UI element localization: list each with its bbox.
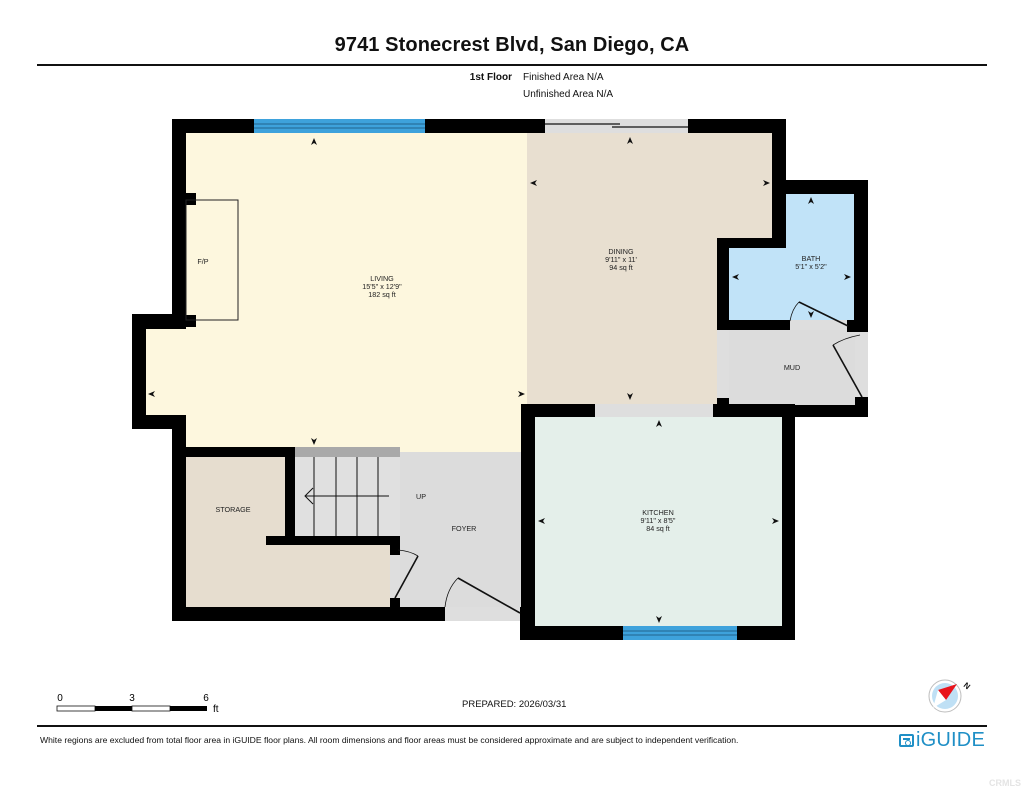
- arrow-down-icon: [656, 616, 662, 623]
- room-labels: LIVING 15'5" x 12'9" 182 sq ft DINING 9'…: [197, 247, 827, 533]
- room-dining: [527, 133, 772, 404]
- footer-divider: [37, 725, 987, 727]
- arrow-left-icon: [538, 518, 545, 524]
- mud-name: MUD: [784, 363, 800, 372]
- scale-unit: ft: [213, 704, 219, 715]
- scale-tick-3: 3: [129, 693, 135, 704]
- storage-name: STORAGE: [215, 505, 250, 514]
- arrow-down-icon: [808, 311, 814, 318]
- doors: [394, 301, 863, 614]
- living-area: 182 sq ft: [368, 290, 396, 299]
- compass-icon: N: [928, 679, 972, 713]
- kitchen-area: 84 sq ft: [646, 524, 670, 533]
- dimension-markers: [148, 137, 851, 623]
- arrow-left-icon: [148, 391, 155, 397]
- dining-area: 94 sq ft: [609, 263, 633, 272]
- dining-dimensions: 9'11" x 11': [605, 255, 637, 264]
- room-kitchen: [535, 417, 782, 626]
- kitchen-name: KITCHEN: [642, 508, 674, 517]
- door-bath: [789, 301, 849, 327]
- fireplace: [185, 199, 239, 321]
- camera-icon: [899, 734, 914, 747]
- arrow-up-icon: [808, 197, 814, 204]
- window-kitchen: [623, 626, 737, 640]
- arrow-up-icon: [311, 138, 317, 145]
- arrow-right-icon: [763, 180, 770, 186]
- disclaimer: White regions are excluded from total fl…: [40, 735, 739, 745]
- arrow-right-icon: [844, 274, 851, 280]
- scale-bar: 0 3 6 ft: [56, 693, 219, 715]
- door-mud: [832, 334, 863, 398]
- arrow-left-icon: [530, 180, 537, 186]
- watermark: CRMLS: [989, 778, 1021, 788]
- living-dimensions: 15'5" x 12'9": [362, 282, 402, 291]
- page-title: 9741 Stonecrest Blvd, San Diego, CA: [334, 34, 690, 56]
- stairs-up-label: UP: [416, 492, 426, 501]
- iguide-logo: iGUIDE: [899, 729, 985, 752]
- arrow-right-icon: [772, 518, 779, 524]
- prepared-date: PREPARED: 2026/03/31: [462, 699, 567, 710]
- scale-tick-6: 6: [203, 693, 209, 704]
- window-living: [254, 119, 425, 133]
- arrow-down-icon: [311, 438, 317, 445]
- door-entry: [444, 577, 521, 614]
- room-mud: [717, 330, 868, 405]
- arrow-up-icon: [627, 137, 633, 144]
- sliding-door: [545, 123, 688, 128]
- unfinished-area: Unfinished Area N/A: [523, 89, 614, 100]
- arrow-down-icon: [627, 393, 633, 400]
- header-divider: [37, 64, 987, 66]
- room-bath: [729, 194, 854, 320]
- compass-north-label: N: [962, 681, 972, 692]
- living-name: LIVING: [370, 274, 394, 283]
- arrow-right-icon: [518, 391, 525, 397]
- floor-label: 1st Floor: [469, 72, 512, 83]
- door-storage: [394, 549, 419, 599]
- walls: [132, 119, 868, 640]
- arrow-up-icon: [656, 420, 662, 427]
- dining-name: DINING: [608, 247, 634, 256]
- stairs: [293, 447, 400, 536]
- room-fills: [146, 133, 868, 626]
- bath-dimensions: 5'1" x 5'2": [795, 262, 827, 271]
- room-living: [146, 133, 527, 452]
- finished-area: Finished Area N/A: [523, 72, 604, 83]
- fireplace-label: F/P: [197, 257, 208, 266]
- arrow-left-icon: [732, 274, 739, 280]
- openings: [390, 119, 868, 621]
- brand-name: iGUIDE: [916, 729, 985, 751]
- stairs-arrow-icon: [304, 487, 389, 505]
- bath-name: BATH: [802, 254, 821, 263]
- foyer-name: FOYER: [452, 524, 477, 533]
- kitchen-dimensions: 9'11" x 8'5": [641, 516, 676, 525]
- scale-tick-0: 0: [57, 693, 63, 704]
